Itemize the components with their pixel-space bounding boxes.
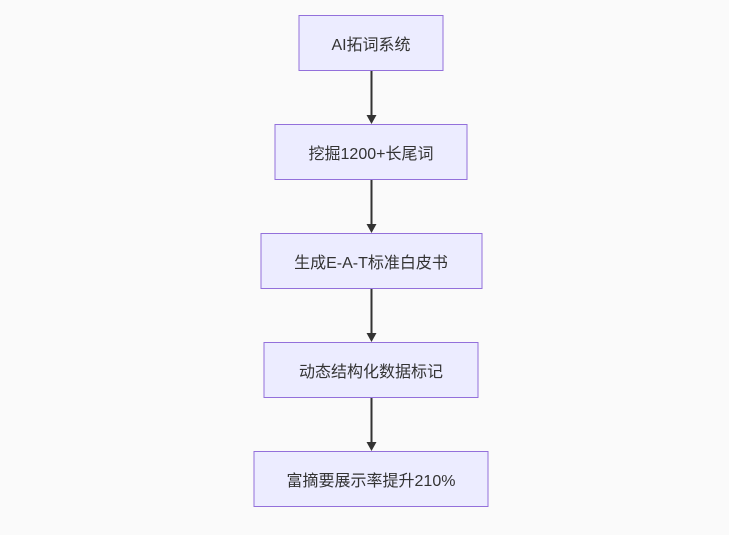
arrow-line xyxy=(370,289,372,333)
flow-arrow-2 xyxy=(365,180,377,233)
arrow-head-icon xyxy=(366,224,376,233)
arrow-line xyxy=(370,180,372,224)
flow-arrow-3 xyxy=(365,289,377,342)
flow-arrow-4 xyxy=(365,398,377,451)
arrow-head-icon xyxy=(366,333,376,342)
flow-node-label: 动态结构化数据标记 xyxy=(298,364,443,381)
arrow-line xyxy=(370,398,372,442)
flow-node-label: 生成E-A-T标准白皮书 xyxy=(294,255,448,272)
flow-node-label: 富摘要展示率提升210% xyxy=(286,473,456,490)
flow-node-ai-word-expansion: AI拓词系统 xyxy=(298,15,444,71)
flowchart: AI拓词系统 挖掘1200+长尾词 生成E-A-T标准白皮书 动态结构化数据标记… xyxy=(253,15,489,507)
flow-node-eat-whitepaper: 生成E-A-T标准白皮书 xyxy=(260,233,482,289)
flow-node-structured-data: 动态结构化数据标记 xyxy=(263,342,479,398)
arrow-head-icon xyxy=(366,115,376,124)
flow-node-label: AI拓词系统 xyxy=(331,37,411,54)
flow-arrow-1 xyxy=(365,71,377,124)
flow-node-longtail-mining: 挖掘1200+长尾词 xyxy=(274,124,468,180)
arrow-line xyxy=(370,71,372,115)
flow-node-label: 挖掘1200+长尾词 xyxy=(308,146,434,163)
arrow-head-icon xyxy=(366,442,376,451)
flow-node-rich-snippet-result: 富摘要展示率提升210% xyxy=(253,451,489,507)
